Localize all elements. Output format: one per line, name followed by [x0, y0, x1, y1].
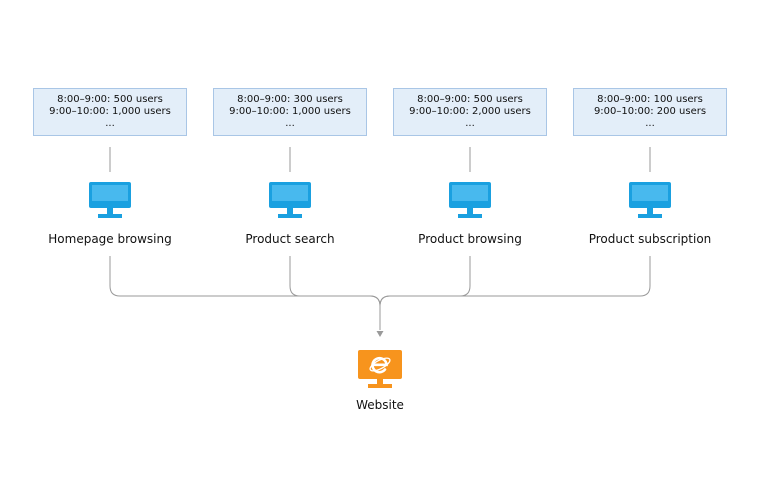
- load-line: 9:00–10:00: 1,000 users: [229, 106, 351, 117]
- client-label-browsing: Product browsing: [418, 232, 522, 246]
- flow-line-2: [289, 256, 381, 307]
- load-line: ...: [285, 118, 295, 129]
- flow-line-4: [379, 256, 651, 307]
- load-line: ...: [645, 118, 655, 129]
- monitor-icon: [269, 182, 311, 218]
- load-line: 8:00–9:00: 300 users: [237, 94, 343, 105]
- flow-line-1: [109, 256, 381, 330]
- client-label-search: Product search: [245, 232, 335, 246]
- load-line: 8:00–9:00: 500 users: [57, 94, 163, 105]
- load-box-search: 8:00–9:00: 300 users 9:00–10:00: 1,000 u…: [213, 88, 367, 136]
- load-line: 9:00–10:00: 1,000 users: [49, 106, 171, 117]
- load-box-homepage: 8:00–9:00: 500 users 9:00–10:00: 1,000 u…: [33, 88, 187, 136]
- monitor-icon: [89, 182, 131, 218]
- load-box-subscription: 8:00–9:00: 100 users 9:00–10:00: 200 use…: [573, 88, 727, 136]
- monitor-icon: [449, 182, 491, 218]
- arrowhead-icon: [376, 331, 384, 337]
- website-label: Website: [356, 398, 404, 412]
- client-label-subscription: Product subscription: [588, 232, 712, 246]
- monitor-icon: [629, 182, 671, 218]
- load-line: 9:00–10:00: 2,000 users: [409, 106, 531, 117]
- load-line: 8:00–9:00: 500 users: [417, 94, 523, 105]
- client-label-homepage: Homepage browsing: [48, 232, 172, 246]
- load-line: ...: [105, 118, 115, 129]
- load-line: 8:00–9:00: 100 users: [597, 94, 703, 105]
- flow-line-3: [379, 256, 471, 307]
- load-line: ...: [465, 118, 475, 129]
- web-browser-icon: [358, 350, 402, 388]
- load-line: 9:00–10:00: 200 users: [593, 106, 707, 117]
- load-box-browsing: 8:00–9:00: 500 users 9:00–10:00: 2,000 u…: [393, 88, 547, 136]
